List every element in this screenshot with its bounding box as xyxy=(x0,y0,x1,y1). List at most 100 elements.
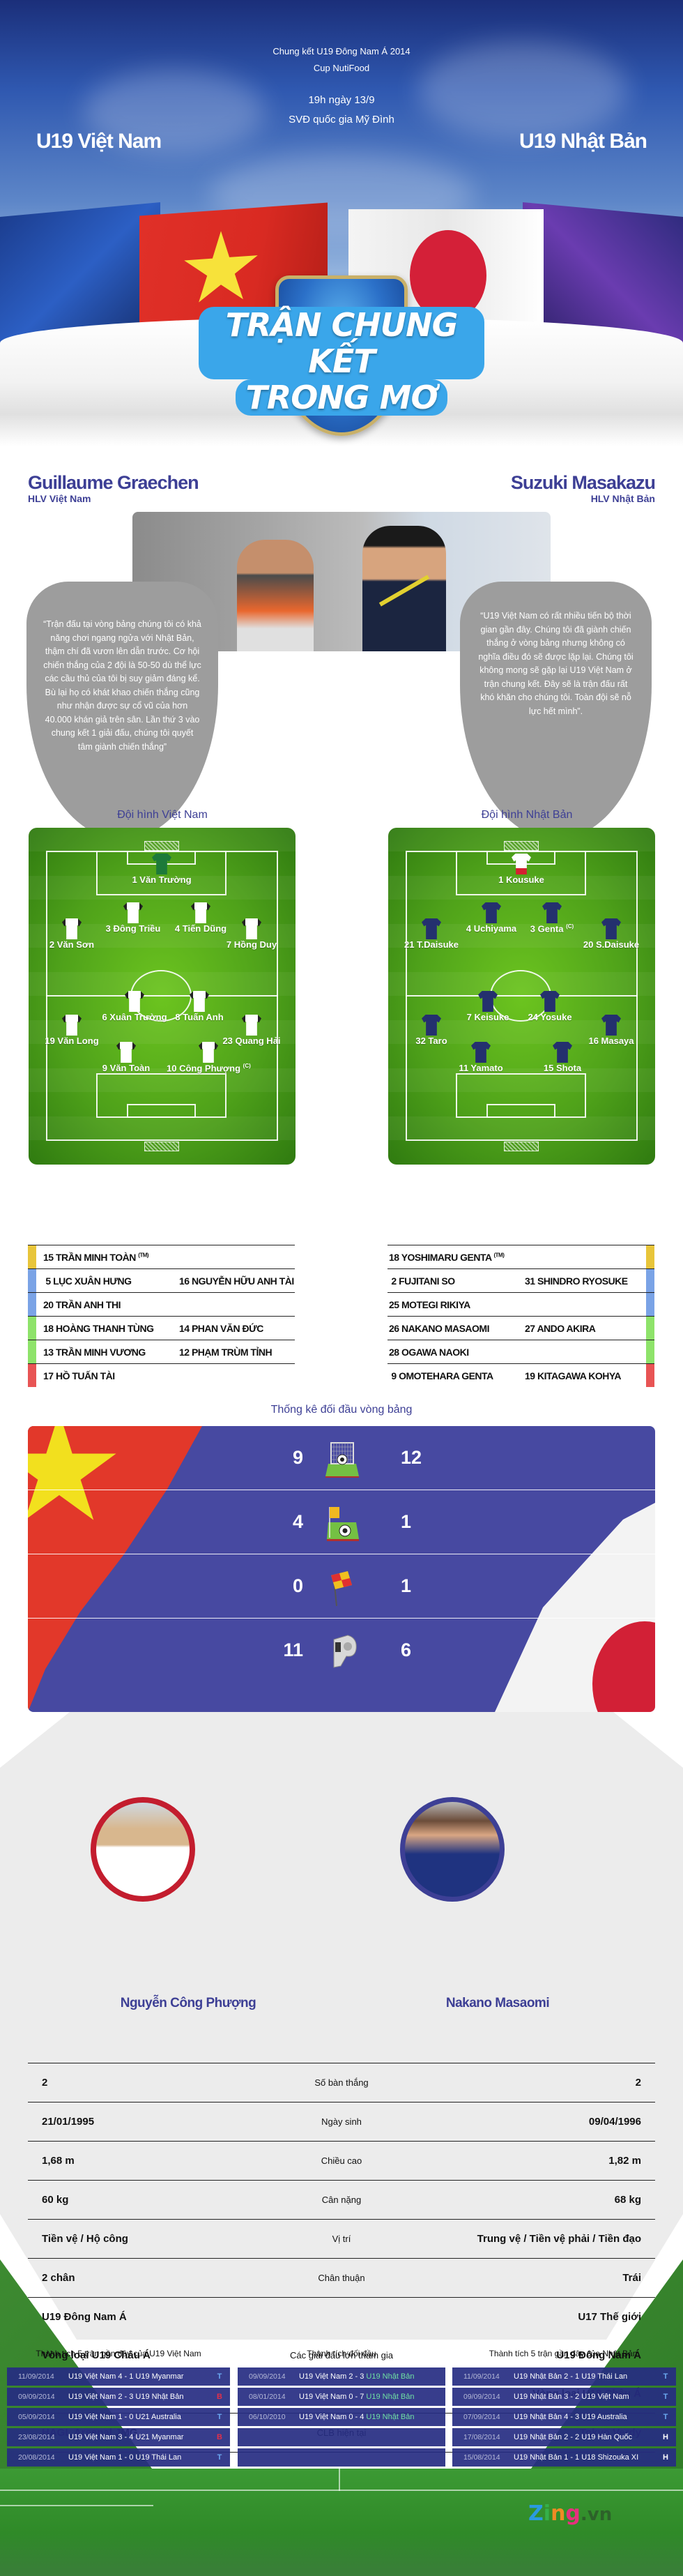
player-marker: 7 Keisuke xyxy=(446,991,530,1022)
match-score: U19 Việt Nam 0 - 4 U19 Nhật Bản xyxy=(299,2413,415,2421)
zing-logo[interactable]: Zing.vn xyxy=(528,2501,613,2526)
bench-player: 18 YOSHIMARU GENTA (TM) xyxy=(389,1251,505,1263)
bench-row: 18 YOSHIMARU GENTA (TM) xyxy=(387,1245,654,1268)
player-vn-avatar xyxy=(91,1797,195,1902)
jersey-icon xyxy=(125,991,144,1012)
player-marker: 3 Genta (C) xyxy=(510,902,594,934)
stat-jp-value: 1 xyxy=(401,1575,412,1596)
coach-vn-quote: “Trận đấu tại vòng bảng chúng tôi có khả… xyxy=(26,582,218,840)
player-marker: 9 Văn Toàn xyxy=(84,1042,168,1073)
h2h-stats-panel: 9 12 4 1 0 1 11 6 xyxy=(28,1426,655,1712)
player-jp-avatar xyxy=(400,1797,505,1902)
jersey-icon xyxy=(601,918,621,939)
jersey-icon xyxy=(152,854,171,874)
player-name: 20 S.Daisuke xyxy=(583,939,640,950)
comparison-label: Vị trí xyxy=(332,2234,351,2244)
player-name: 19 Văn Long xyxy=(45,1036,99,1046)
goal-net-icon xyxy=(325,1442,359,1478)
match-score: U19 Việt Nam 1 - 0 U21 Australia xyxy=(68,2413,181,2421)
player-name: 2 Văn Sơn xyxy=(49,939,95,950)
coach-jp-role: HLV Nhật Bản xyxy=(590,493,655,504)
pitch-stripe xyxy=(29,1068,296,1092)
jersey-icon xyxy=(242,918,261,939)
result-row-empty xyxy=(238,2448,445,2467)
comparison-label: Cân nặng xyxy=(321,2195,362,2205)
goal-top xyxy=(144,841,179,851)
player-name: 4 Tiến Dũng xyxy=(174,923,227,934)
player-name: 1 Kousuke xyxy=(498,874,544,885)
coach-jp-name: Suzuki Masakazu xyxy=(510,472,656,493)
jersey-icon xyxy=(190,991,209,1012)
player-marker: 3 Đông Triều xyxy=(91,902,175,934)
winner-team: U19 Nhật Bản xyxy=(366,2413,415,2421)
position-color-bar xyxy=(646,1269,654,1292)
stat-row-corners: 4 1 xyxy=(28,1490,655,1554)
player-jp-value: Trái xyxy=(622,2272,641,2284)
stat-jp-value: 6 xyxy=(401,1639,412,1660)
player-jp-value: 2 xyxy=(635,2077,641,2089)
winner-team: U19 Nhật Bản xyxy=(366,2372,415,2381)
player-marker: 4 Uchiyama xyxy=(450,902,533,934)
result-badge: T xyxy=(663,2393,668,2401)
cloud-decoration xyxy=(84,70,265,153)
result-badge: B xyxy=(217,2433,222,2441)
position-color-bar xyxy=(28,1269,36,1292)
coach-jp-figure xyxy=(362,526,446,651)
bench-player: 20 TRẦN ANH THI xyxy=(43,1298,121,1310)
result-badge: B xyxy=(217,2393,222,2401)
bench-player: 31 SHINDRO RYOSUKE xyxy=(525,1275,628,1287)
player-name: 11 Yamato xyxy=(459,1063,503,1073)
player-name: 32 Taro xyxy=(415,1036,447,1046)
jersey-icon xyxy=(542,902,562,923)
match-date: 09/09/2014 xyxy=(249,2372,286,2381)
jersey-icon xyxy=(478,991,498,1012)
match-score: U19 Việt Nam 0 - 7 U19 Nhật Bản xyxy=(299,2393,415,2401)
jersey-icon xyxy=(540,991,560,1012)
player-marker: 21 T.Daisuke xyxy=(390,918,473,950)
coach-vn-role: HLV Việt Nam xyxy=(28,493,91,504)
bench-player: 5 LỤC XUÂN HƯNG xyxy=(43,1275,132,1287)
stat-jp-value: 12 xyxy=(401,1447,422,1468)
bench-player: 25 MOTEGI RIKIYA xyxy=(389,1298,470,1310)
goal-bottom xyxy=(144,1142,179,1151)
cloud-decoration xyxy=(418,42,627,139)
match-venue: SVĐ quốc gia Mỹ Đình xyxy=(289,114,394,126)
bench-row: 20 TRẦN ANH THI xyxy=(28,1292,295,1316)
pitch-stripe xyxy=(29,876,296,900)
captain-badge: (C) xyxy=(243,1063,251,1069)
event-sponsor: Cup NutiFood xyxy=(313,63,370,73)
winner-team: U19 Nhật Bản xyxy=(366,2393,415,2401)
player-jp-value: 1,82 m xyxy=(608,2155,641,2167)
sun-disc-icon xyxy=(410,230,486,321)
player-marker: 6 Xuân Trường xyxy=(93,991,176,1022)
bench-row: 28 OGAWA NAOKI xyxy=(387,1340,654,1363)
offside-flag-icon xyxy=(331,1571,352,1606)
player-name: 10 Công Phượng (C) xyxy=(167,1063,251,1074)
match-score: U19 Nhật Bản 2 - 1 U19 Thái Lan xyxy=(514,2372,628,2381)
player-vn-value: Tiền vệ / Hộ công xyxy=(42,2233,128,2245)
match-date: 17/08/2014 xyxy=(463,2433,500,2441)
player-name: 7 Hồng Duy xyxy=(226,939,277,950)
stat-row-offsides: 0 1 xyxy=(28,1554,655,1619)
result-badge: H xyxy=(663,2433,668,2441)
position-color-bar xyxy=(28,1245,36,1268)
pitch-stripe xyxy=(388,876,655,900)
jersey-icon xyxy=(471,1042,491,1063)
player-name: 9 Văn Toàn xyxy=(102,1063,151,1073)
jersey-icon xyxy=(62,918,82,939)
player-vn-value: 21/01/1995 xyxy=(42,2116,95,2128)
bench-row: 25 MOTEGI RIKIYA xyxy=(387,1292,654,1316)
player-marker: 16 Masaya xyxy=(569,1015,653,1046)
pitch-line xyxy=(486,1104,555,1118)
bench-player: 14 PHAN VĂN ĐỨC xyxy=(179,1322,263,1334)
